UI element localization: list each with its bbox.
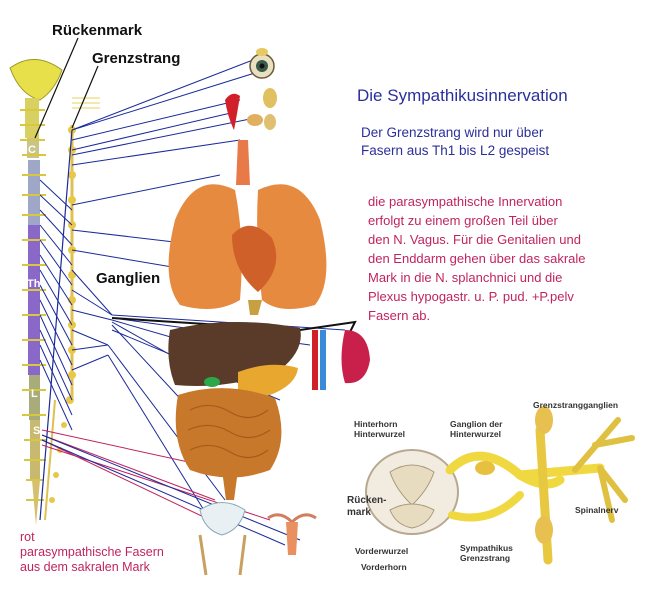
eye-organ (249, 48, 275, 79)
inset-label-sympathikus: Sympathikus Grenzstrang (460, 543, 513, 563)
abdominal-organs (168, 321, 301, 396)
inset-diagram (365, 406, 635, 565)
segment-s: S (33, 425, 41, 437)
kidney-organ (312, 330, 370, 390)
label-ganglien: Ganglien (96, 270, 161, 287)
inset-label-rueckenmark: Rücken- mark (347, 495, 387, 518)
label-rueckenmark: Rückenmark (52, 22, 143, 39)
grenzstrang-line-2: Fasern aus Th1 bis L2 gespeist (361, 143, 550, 158)
preganglionic-fibres (39, 129, 73, 521)
page-title: Die Sympathikusinnervation (357, 86, 568, 105)
inset-label-vorderwurzel: Vorderwurzel (355, 546, 409, 556)
spinal-cord (9, 59, 63, 525)
parasympathetic-description: die parasympathische Innervation erfolgt… (368, 194, 586, 323)
inset-label-ganglion: Ganglion der Hinterwurzel (450, 419, 503, 439)
grenzstrang-line-1: Der Grenzstrang wird nur über (361, 125, 544, 140)
label-grenzstrang: Grenzstrang (92, 50, 181, 67)
legend-red-fibres: rot parasympathische Fasern aus dem sakr… (20, 530, 164, 574)
inset-label-grenzstrangganglien: Grenzstrangganglien (533, 400, 619, 410)
intestines (175, 388, 282, 500)
segment-th: Th (27, 278, 41, 290)
pelvic-organs (198, 502, 317, 576)
inset-label-vorderhorn: Vorderhorn (361, 562, 407, 572)
inset-label-spinalnerv: Spinalnerv (575, 505, 619, 515)
lungs-heart (168, 140, 327, 315)
segment-c: C (28, 144, 36, 156)
neck-organs (225, 88, 277, 130)
segment-l: L (31, 388, 38, 400)
sacral-blue-fibres (41, 434, 301, 546)
inset-label-hinterhorn: Hinterhorn Hinterwurzel (354, 419, 406, 439)
